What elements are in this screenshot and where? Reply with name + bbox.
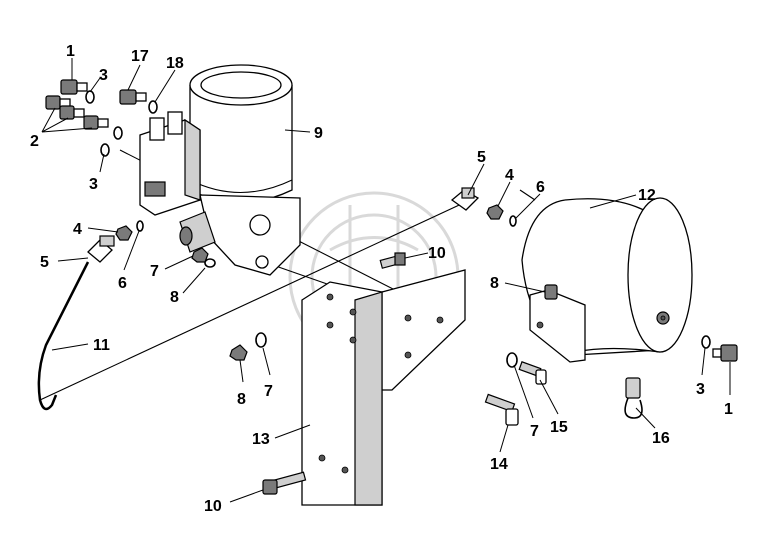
fitting-1 xyxy=(60,79,88,95)
callout-3: 3 xyxy=(696,381,705,398)
washer-nut-7-right xyxy=(506,352,518,368)
o-rings xyxy=(85,90,711,349)
nut-4-left xyxy=(115,225,133,241)
callout-18: 18 xyxy=(166,55,184,72)
elbow-fitting-left xyxy=(87,235,115,263)
callout-7: 7 xyxy=(150,263,159,280)
callout-8: 8 xyxy=(237,391,246,408)
callout-7: 7 xyxy=(530,423,539,440)
callout-5: 5 xyxy=(40,254,49,271)
callout-6: 6 xyxy=(536,179,545,196)
callout-10: 10 xyxy=(204,498,222,515)
nut-4-right xyxy=(486,204,504,220)
leader-lines xyxy=(41,58,731,503)
callout-16: 16 xyxy=(652,430,670,447)
callout-10: 10 xyxy=(428,245,446,262)
callout-4: 4 xyxy=(505,167,514,184)
callout-8: 8 xyxy=(490,275,499,292)
washer-nut-7-8-top xyxy=(191,247,216,268)
callouts: 1 2 3 3 17 18 9 4 5 6 7 8 11 5 4 6 12 10… xyxy=(30,43,733,515)
callout-17: 17 xyxy=(131,48,149,65)
callout-1: 1 xyxy=(66,43,75,60)
valve-manifold xyxy=(139,111,201,216)
callout-7: 7 xyxy=(264,383,273,400)
callout-1: 1 xyxy=(724,401,733,418)
bolt-10-bottom xyxy=(262,471,307,495)
tank-bracket xyxy=(529,284,586,363)
callout-3: 3 xyxy=(99,67,108,84)
callout-5: 5 xyxy=(477,149,486,166)
callout-6: 6 xyxy=(118,275,127,292)
pipe xyxy=(37,261,90,411)
dryer-cartridge xyxy=(189,64,293,204)
callout-2: 2 xyxy=(30,133,39,150)
callout-13: 13 xyxy=(252,431,270,448)
callout-11: 11 xyxy=(93,337,110,354)
callout-12: 12 xyxy=(638,187,656,204)
bolt-15 xyxy=(518,361,547,385)
dryer-body xyxy=(179,194,301,276)
callout-15: 15 xyxy=(550,419,568,436)
fitting-2-group xyxy=(45,95,109,130)
mounting-bracket xyxy=(301,269,466,506)
callout-4: 4 xyxy=(73,221,82,238)
callout-14: 14 xyxy=(490,456,508,473)
washer-nut-7-8-bottom xyxy=(229,332,267,361)
callout-9: 9 xyxy=(314,125,323,142)
elbow-fitting-right xyxy=(450,187,480,211)
bolt-14 xyxy=(484,393,519,426)
bolt-10-top xyxy=(379,252,406,269)
fitting-17 xyxy=(119,89,147,105)
callout-3: 3 xyxy=(89,176,98,193)
callout-8: 8 xyxy=(170,289,179,306)
drain-valve xyxy=(624,377,643,419)
drain-plug-1 xyxy=(712,344,738,362)
